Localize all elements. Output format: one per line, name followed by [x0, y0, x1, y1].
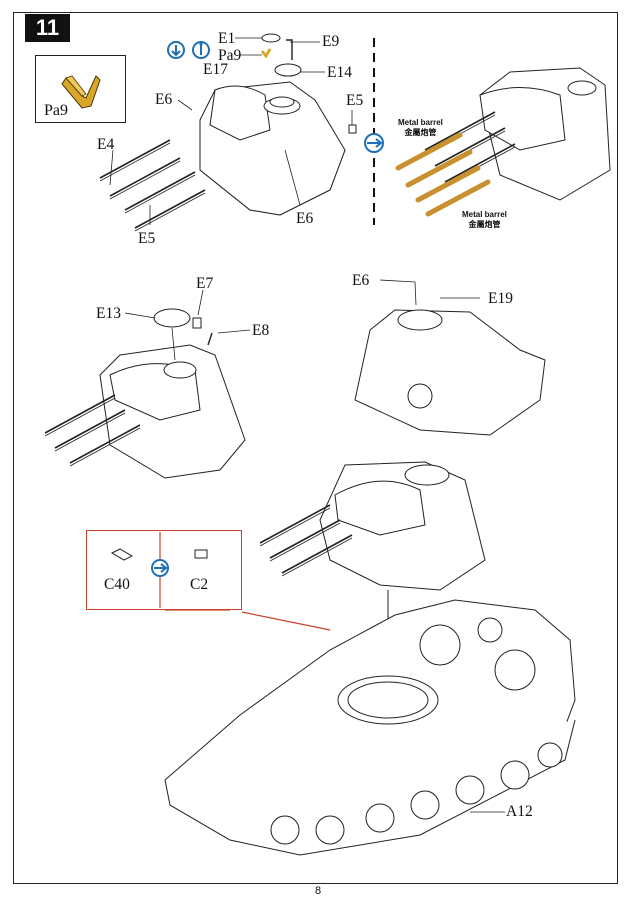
label-e6-right: E6	[352, 272, 370, 289]
label-e14: E14	[327, 64, 352, 81]
label-e9: E9	[322, 33, 340, 50]
part-e5-small	[348, 124, 357, 134]
part-e14	[274, 63, 302, 77]
metal-barrel-en: Metal barrel	[462, 210, 507, 219]
metal-barrel-en: Metal barrel	[398, 118, 443, 127]
part-e7	[192, 317, 202, 329]
label-e19: E19	[488, 290, 513, 307]
label-e4: E4	[97, 136, 115, 153]
label-e1: E1	[218, 30, 236, 47]
label-a12: A12	[506, 803, 533, 820]
label-e7: E7	[196, 275, 214, 292]
turret-top-left	[199, 81, 346, 216]
label-e17: E17	[203, 61, 228, 78]
metal-barrels-brass	[395, 132, 491, 217]
part-pa9-small	[260, 48, 272, 59]
blue-arrow-icons	[167, 41, 210, 59]
label-e5-top: E5	[346, 92, 364, 109]
metal-barrel-cn: 金屬炮管	[468, 220, 501, 229]
turret-lower	[319, 461, 486, 591]
label-e6-bottom: E6	[296, 210, 314, 227]
metal-barrel-note-bottom: Metal barrel 金屬炮管	[462, 210, 507, 230]
part-e13-ring	[153, 308, 191, 328]
label-c2: C2	[190, 576, 209, 593]
part-e8	[207, 332, 213, 346]
leader-lines-top-left	[109, 37, 353, 225]
part-e1-disc	[261, 33, 281, 43]
metal-barrel-cn: 金屬炮管	[404, 128, 437, 137]
turret-top-right	[479, 67, 611, 201]
label-e6-top: E6	[155, 91, 173, 108]
part-c40	[110, 548, 134, 561]
callout-box	[86, 530, 242, 610]
part-c2	[194, 549, 208, 559]
turret-top-left-guns	[99, 139, 206, 232]
part-inset-pa9: Pa9	[35, 55, 126, 123]
part-e9-handle	[286, 39, 293, 60]
turret-middle-left	[99, 344, 246, 479]
callout-connector	[241, 611, 331, 631]
label-e13: E13	[96, 305, 121, 322]
inset-part-label: Pa9	[44, 102, 68, 119]
label-pa9: Pa9	[218, 47, 242, 64]
label-c40: C40	[104, 576, 130, 593]
page-number: 8	[314, 885, 322, 897]
pa9-part-illustration	[61, 75, 101, 109]
metal-barrel-note-top: Metal barrel 金屬炮管	[398, 118, 443, 138]
tank-tracks	[169, 719, 576, 856]
page-frame	[13, 12, 618, 884]
label-e5-bottom: E5	[138, 230, 156, 247]
step-number-badge: 11	[25, 14, 70, 42]
label-e8: E8	[252, 322, 270, 339]
turret-middle-right	[354, 309, 546, 436]
